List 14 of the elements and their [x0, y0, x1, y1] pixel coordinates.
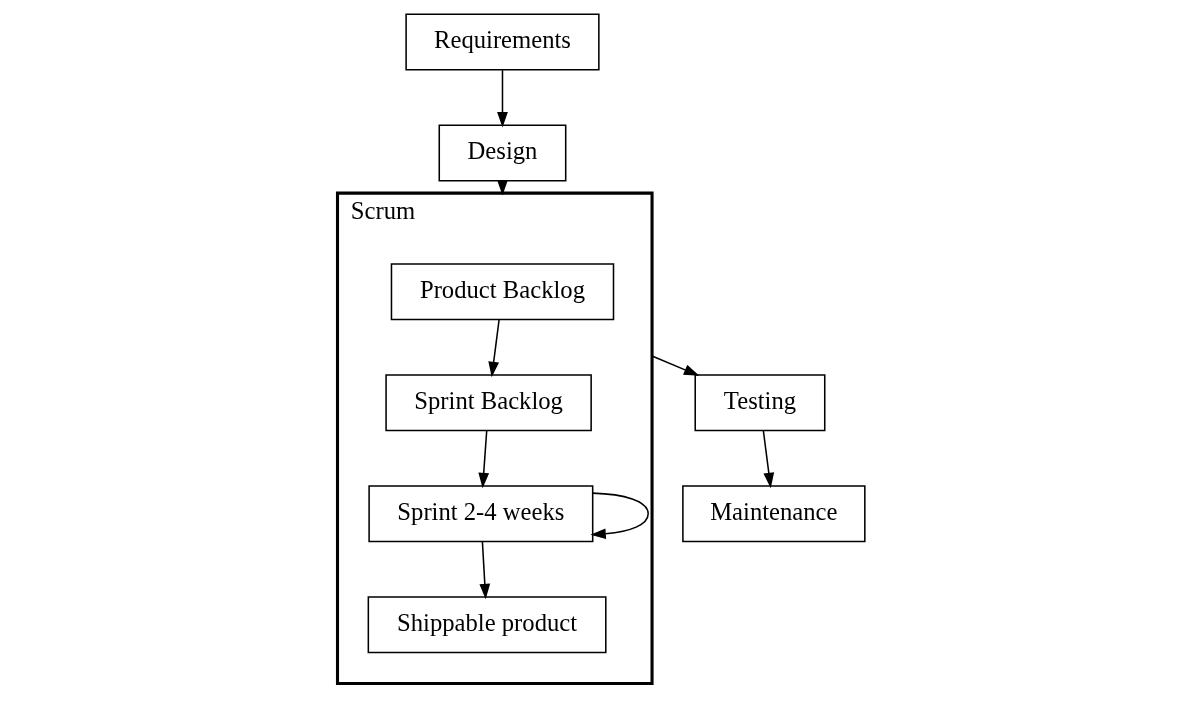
arrow [478, 430, 490, 489]
node-box: Shippable product [367, 596, 607, 654]
arrow [479, 541, 491, 600]
arrow [651, 355, 700, 376]
node-box: Sprint Backlog [385, 374, 592, 432]
arrow [497, 69, 508, 128]
node-box: Maintenance [682, 485, 866, 543]
node-box: Testing [694, 374, 826, 432]
node-box: Requirements [405, 13, 600, 71]
node-box: Product Backlog [390, 263, 615, 321]
arrow [762, 430, 775, 489]
arrow [590, 492, 649, 540]
arrow [488, 319, 500, 378]
node-box: Sprint 2-4 weeks [368, 485, 594, 543]
